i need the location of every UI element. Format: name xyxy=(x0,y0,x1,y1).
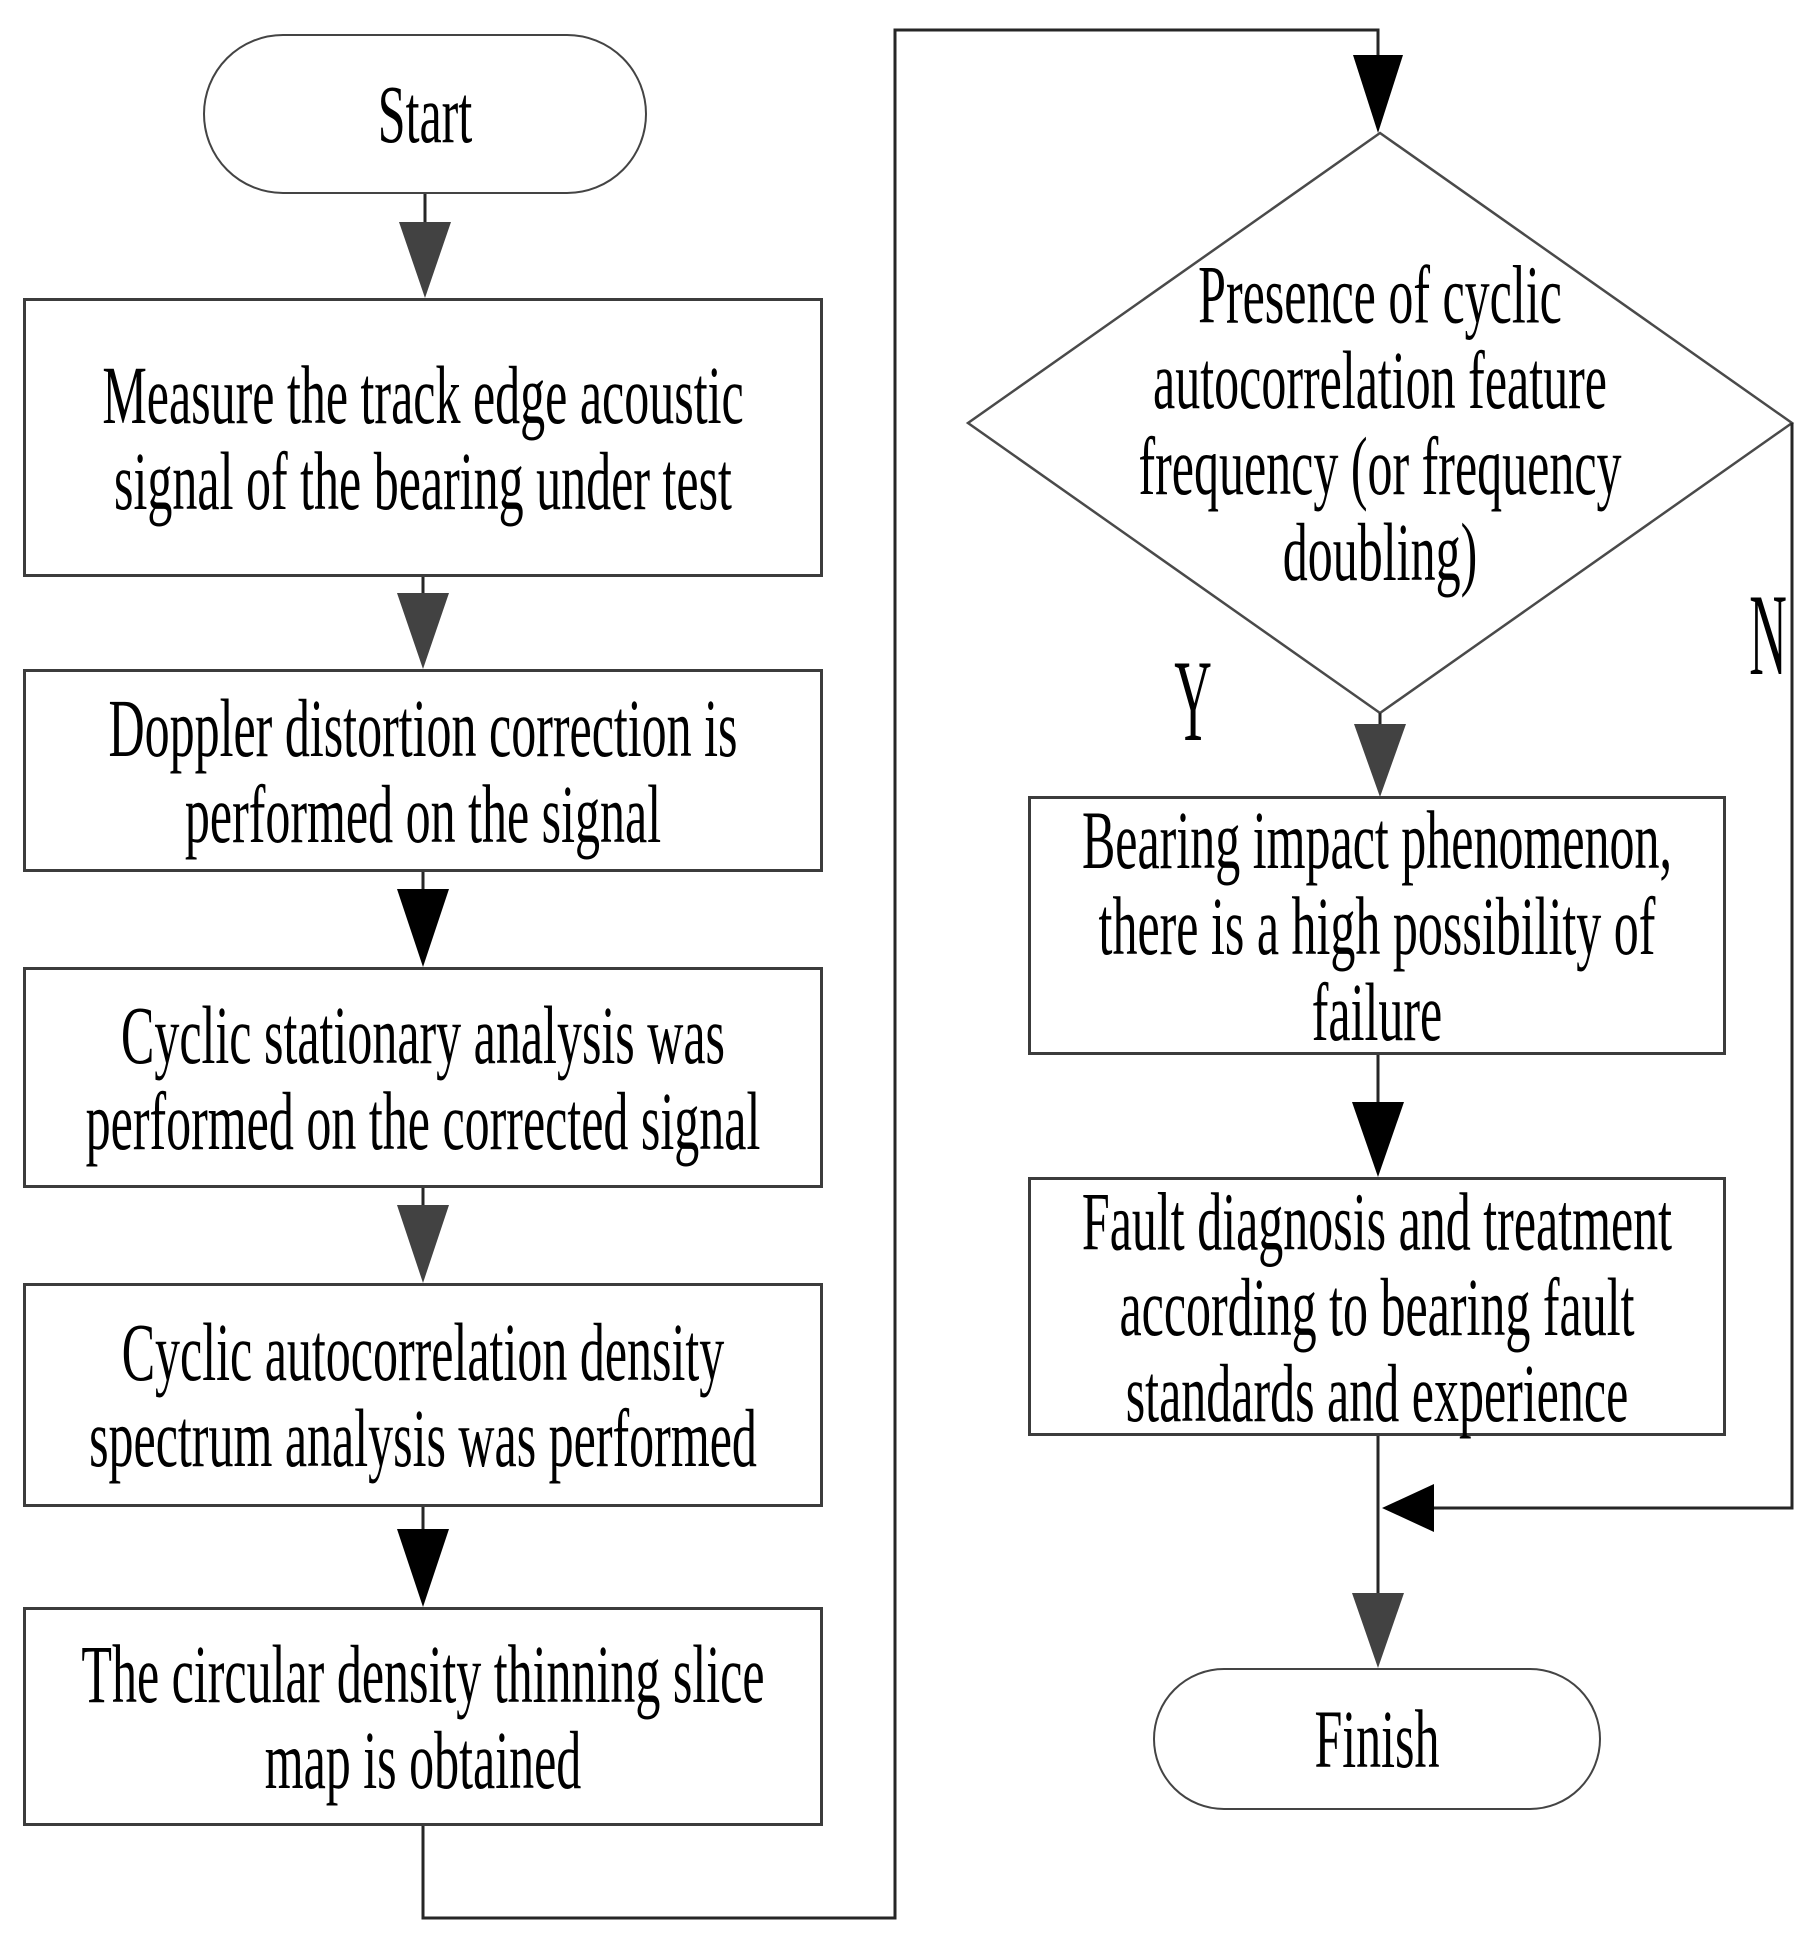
decision-node: Presence of cyclic autocorrelation featu… xyxy=(1060,245,1700,601)
arrowhead-stationary-to-autocorrelation xyxy=(397,1205,449,1283)
no-label-text: N xyxy=(1749,572,1787,701)
arrowhead-start-to-measure xyxy=(399,222,451,298)
arrowhead-decision-to-impact xyxy=(1354,724,1406,797)
process-doppler-label: Doppler distortion correction is perform… xyxy=(108,681,738,860)
connector-slicemap-to-decision xyxy=(421,28,1380,1920)
yes-label-text: Y xyxy=(1174,638,1212,767)
decision-label: Presence of cyclic autocorrelation featu… xyxy=(1138,248,1622,598)
process-stationary-node: Cyclic stationary analysis was performed… xyxy=(23,967,823,1188)
process-measure-label: Measure the track edge acoustic signal o… xyxy=(102,348,744,527)
process-autocorrelation-node: Cyclic autocorrelation density spectrum … xyxy=(23,1283,823,1507)
arrowhead-impact-to-diagnosis xyxy=(1352,1102,1404,1177)
arrowhead-slicemap-to-decision xyxy=(1353,55,1403,133)
process-slicemap-label: The circular density thinning slice map … xyxy=(81,1627,765,1806)
arrowhead-diagnosis-to-finish xyxy=(1352,1593,1404,1668)
process-slicemap-node: The circular density thinning slice map … xyxy=(23,1607,823,1826)
connector-decision-no-branch xyxy=(1434,423,1794,1510)
process-autocorrelation-label: Cyclic autocorrelation density spectrum … xyxy=(89,1305,757,1485)
finish-node: Finish xyxy=(1153,1668,1601,1810)
arrowhead-autocorrelation-to-slicemap xyxy=(397,1529,449,1607)
process-measure-node: Measure the track edge acoustic signal o… xyxy=(23,298,823,577)
branch-label-no: N xyxy=(1705,563,1815,713)
arrowhead-no-branch-junction xyxy=(1382,1484,1434,1532)
start-node: Start xyxy=(203,34,647,194)
process-impact-node: Bearing impact phenomenon, there is a hi… xyxy=(1028,796,1726,1055)
process-diagnosis-node: Fault diagnosis and treatment according … xyxy=(1028,1177,1726,1436)
process-doppler-node: Doppler distortion correction is perform… xyxy=(23,669,823,872)
finish-label: Finish xyxy=(1314,1692,1440,1786)
branch-label-yes: Y xyxy=(1130,629,1256,779)
arrowhead-measure-to-doppler xyxy=(397,593,449,669)
process-impact-label: Bearing impact phenomenon, there is a hi… xyxy=(1081,793,1673,1058)
process-diagnosis-label: Fault diagnosis and treatment according … xyxy=(1081,1174,1673,1439)
arrowhead-doppler-to-stationary xyxy=(397,889,449,967)
start-label: Start xyxy=(377,67,473,161)
process-stationary-label: Cyclic stationary analysis was performed… xyxy=(85,988,761,1167)
